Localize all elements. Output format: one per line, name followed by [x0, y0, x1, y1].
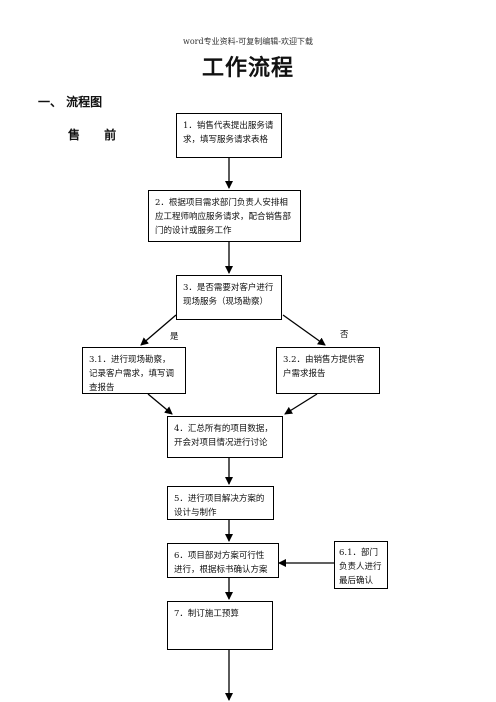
step-6-1-box: 6.1．部门负责人进行最后确认: [334, 541, 388, 589]
arrow-32-4: [284, 393, 318, 415]
yes-label: 是: [170, 332, 179, 342]
step-7-box: 7．制订施工预算: [167, 601, 273, 650]
section-heading: 一、 流程图: [38, 95, 103, 109]
step-4-box: 4．汇总所有的项目数据，开会对项目情况进行讨论: [167, 416, 283, 458]
step-3-1-box: 3.1．进行现场勘察，记录客户需求，填写调查报告: [82, 347, 186, 394]
step-6-box: 6．项目部对方案可行性进行，根据标书确认方案: [167, 543, 279, 578]
step-5-box: 5．进行项目解决方案的设计与制作: [167, 486, 274, 520]
arrow-3-31: [140, 314, 177, 346]
page-title: 工作流程: [201, 56, 294, 81]
step-1-box: 1．销售代表提出服务请求，填写服务请求表格: [176, 113, 282, 158]
no-label: 否: [340, 330, 349, 340]
step-3-box: 3．是否需要对客户进行现场服务（现场勘察）: [176, 275, 282, 320]
arrow-31-4: [147, 393, 173, 415]
arrow-3-32: [282, 314, 326, 346]
step-2-box: 2．根据项目需求部门负责人安排相应工程师响应服务请求，配合销售部门的设计或服务工…: [148, 190, 301, 242]
subsection-heading: 售 前: [68, 128, 127, 142]
page-header: word专业资料-可复制编辑-欢迎下载: [182, 37, 313, 46]
step-3-2-box: 3.2．由销售方提供客户需求报告: [276, 347, 380, 394]
